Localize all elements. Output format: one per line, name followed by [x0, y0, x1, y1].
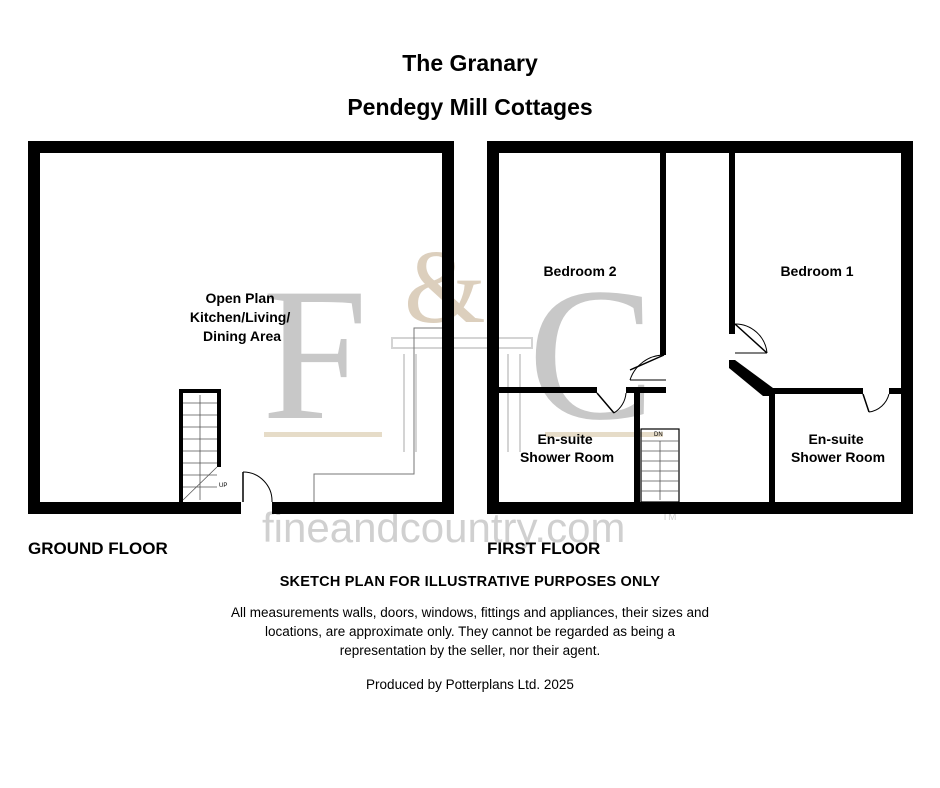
- watermark-rule: [264, 432, 382, 437]
- wall: [487, 141, 913, 153]
- wall-bedroom1-west: [729, 153, 735, 334]
- watermark-rule-right: [545, 432, 663, 437]
- produced-by-credit: Produced by Potterplans Ltd. 2025: [366, 677, 574, 692]
- first-floor-stairs: [640, 428, 680, 503]
- wall-bedroom2-south-b: [626, 387, 666, 393]
- wall: [487, 141, 499, 514]
- room-label-ensuite-left: En-suite Shower Room: [520, 431, 614, 465]
- wall-ensuite-left-east: [634, 387, 640, 502]
- wall: [28, 141, 454, 153]
- wall-bedroom2-south: [499, 387, 597, 393]
- door-ensuite-left[interactable]: [596, 392, 627, 414]
- kitchen-units: [313, 327, 442, 502]
- room-label-open-plan: Open Plan Kitchen/Living/ Dining Area: [190, 290, 294, 344]
- wall: [272, 502, 454, 514]
- ground-floor-label: GROUND FLOOR: [28, 539, 168, 558]
- entrance-door[interactable]: [242, 471, 273, 503]
- wall: [487, 502, 913, 514]
- room-label-ensuite-right: En-suite Shower Room: [791, 431, 885, 465]
- watermark-trademark: TM: [662, 512, 676, 523]
- wall-ensuite-right-north: [769, 388, 863, 394]
- wall: [28, 502, 241, 514]
- ground-stairs: [179, 389, 221, 502]
- room-label-bedroom-2: Bedroom 2: [543, 263, 616, 279]
- door-bedroom1[interactable]: [734, 323, 768, 354]
- first-floor-label: FIRST FLOOR: [487, 539, 601, 558]
- door-ensuite-right[interactable]: [862, 393, 890, 413]
- watermark-letter-f: F: [262, 250, 368, 460]
- wall-bedroom2-east: [660, 153, 666, 355]
- wall-landing-angle: [729, 360, 773, 396]
- room-label-bedroom-1: Bedroom 1: [780, 263, 853, 279]
- first-floor-plan: DN Bedroom 2 Bedroom 1 En-suite Shower R…: [487, 141, 913, 514]
- ground-floor-plan: UP Open Plan Kitchen/Living/ Dining Area: [28, 141, 454, 514]
- wall: [901, 141, 913, 514]
- wall: [28, 141, 40, 514]
- watermark-letter-c: C: [528, 250, 655, 460]
- door-bedroom2[interactable]: [629, 354, 666, 381]
- stair-up-label: UP: [219, 483, 227, 489]
- wall-ensuite-right-west: [769, 388, 775, 502]
- wall-ensuite-right-north-b: [889, 388, 901, 394]
- page-title: The Granary: [402, 50, 538, 76]
- disclaimer-text: All measurements walls, doors, windows, …: [231, 605, 709, 658]
- watermark-column-icon: [391, 337, 533, 452]
- wall: [442, 141, 454, 514]
- disclaimer-heading: SKETCH PLAN FOR ILLUSTRATIVE PURPOSES ON…: [279, 574, 661, 590]
- stair-down-label: DN: [654, 432, 663, 438]
- page-subtitle: Pendegy Mill Cottages: [347, 94, 593, 120]
